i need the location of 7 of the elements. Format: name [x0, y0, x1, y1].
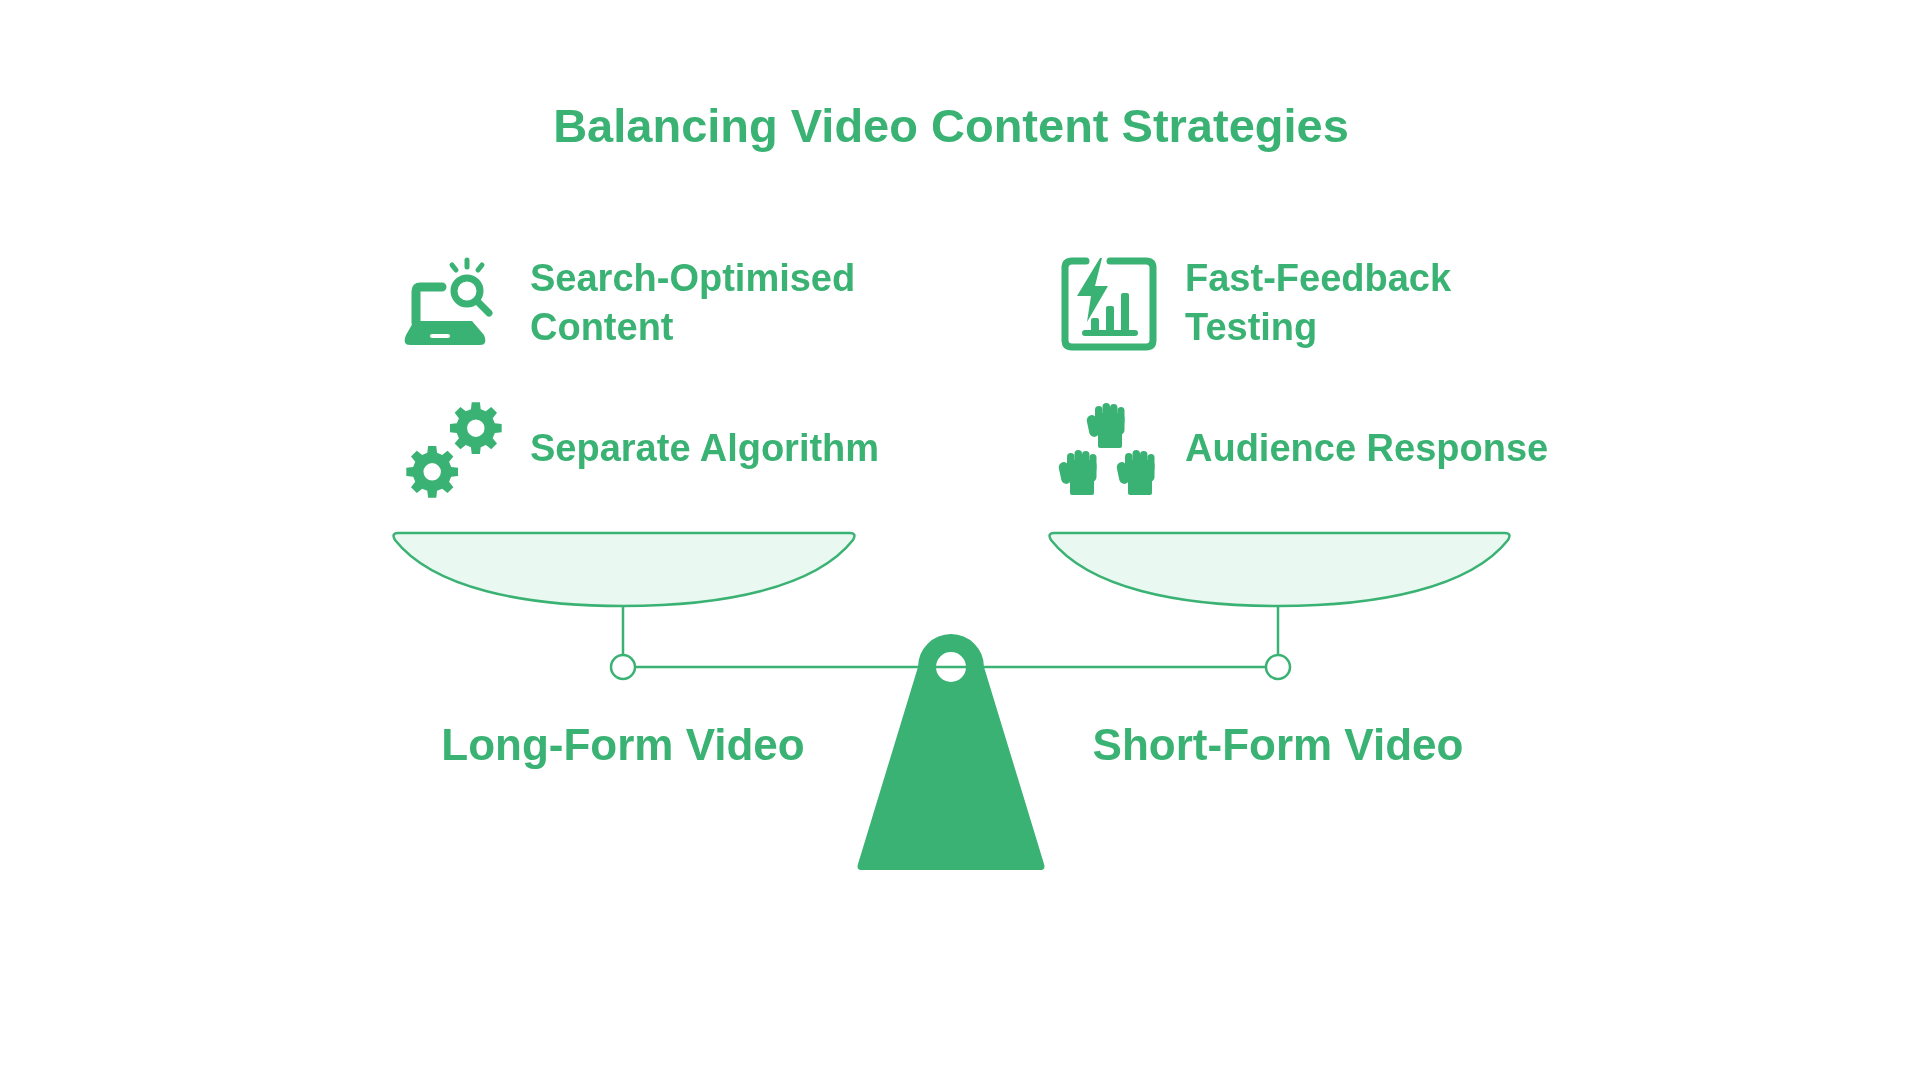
strategy-label: Audience Response: [1185, 426, 1549, 471]
diagram-title: Balancing Video Content Strategies: [553, 98, 1349, 154]
scale-side-label: Long-Form Video: [441, 719, 805, 771]
scale-side-label: Short-Form Video: [1092, 719, 1464, 771]
strategy-label: Fast-Feedback Testing: [1185, 256, 1453, 350]
strategy-label: Separate Algorithm: [530, 426, 880, 471]
strategy-label: Search-Optimised Content: [530, 256, 857, 350]
